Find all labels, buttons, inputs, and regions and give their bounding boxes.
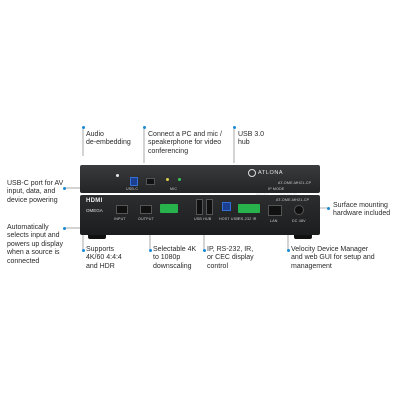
- model-label-bottom: AT-OME-MH21-CP: [276, 198, 310, 202]
- usb-c-label: USB-C: [126, 187, 139, 191]
- power-led-icon: [116, 174, 119, 177]
- callout-auto-select: Automatically selects input and powers u…: [7, 224, 64, 265]
- host-usb-label: HOST USB: [219, 217, 239, 221]
- callout-usbc: USB-C port for AV input, data, and devic…: [7, 180, 64, 204]
- atlona-logo-icon: [248, 169, 256, 177]
- callout-surface: Surface mounting hardware included: [333, 202, 391, 218]
- callout-dot-selectable: [148, 249, 152, 252]
- callout-dot-audio: [81, 126, 85, 129]
- host-usb-port: [222, 202, 231, 211]
- callout-connect-pc: Connect a PC and mic / speakerphone for …: [148, 131, 222, 155]
- output-label: OUTPUT: [138, 217, 154, 221]
- callout-selectable: Selectable 4K to 1080p downscaling: [153, 246, 197, 270]
- callout-dot-auto-select: [63, 226, 66, 230]
- brand-label: ATLONA: [258, 170, 284, 176]
- model-label-top: AT-OME-MH21-CP: [278, 181, 312, 185]
- audio-terminal-block: [160, 204, 178, 213]
- status-led-icon: [166, 178, 169, 181]
- callout-dot-usbc: [63, 186, 66, 190]
- usb-a-port-top: [146, 178, 155, 185]
- callout-dot-connect-pc: [142, 126, 146, 129]
- switcher-top-unit: ATLONA AT-OME-MH21-CP IP MODE USB-C MIC …: [80, 165, 320, 197]
- hdmi-logo: HDMI: [86, 198, 103, 204]
- power-port: [294, 205, 304, 215]
- rs232-label: RS-232 IR: [238, 217, 257, 221]
- usb-c-port: [130, 177, 138, 186]
- callout-dot-control: [202, 249, 206, 252]
- callout-audio: Audio de-embedding: [86, 131, 131, 147]
- callout-control: IP, RS-232, IR, or CEC display control: [207, 246, 254, 270]
- ip-mode-label: IP MODE: [268, 187, 285, 191]
- power-label: DC 48V: [292, 219, 306, 223]
- lan-port: [268, 205, 282, 216]
- rs232-ir-terminal-block: [238, 204, 260, 213]
- callout-usb-hub: USB 3.0 hub: [238, 131, 265, 147]
- device-foot-right: [294, 235, 312, 239]
- signal-led-icon: [178, 178, 181, 181]
- callout-dot-supports-4k: [81, 249, 85, 252]
- omega-series-label: OMEGA: [86, 208, 103, 213]
- usb-hub-port-1: [196, 199, 203, 215]
- callout-velocity: Velocity Device Manager and web GUI for …: [291, 246, 375, 270]
- device-image: ATLONA AT-OME-MH21-CP IP MODE USB-C MIC …: [80, 165, 320, 243]
- usb-hub-label: USB HUB: [194, 217, 212, 221]
- input-label: INPUT: [114, 217, 126, 221]
- device-foot-left: [88, 235, 106, 239]
- callout-dot-usb-hub: [232, 126, 236, 129]
- hdmi-input-port: [116, 205, 128, 214]
- usb-hub-port-2: [206, 199, 213, 215]
- callout-dot-surface: [327, 206, 330, 210]
- switcher-bottom-unit: HDMI OMEGA INPUT OUTPUT USB HUB HOST USB…: [80, 195, 320, 235]
- callout-dot-velocity: [286, 249, 290, 252]
- callout-supports-4k: Supports 4K/60 4:4:4 and HDR: [86, 246, 122, 270]
- hdmi-output-port: [140, 205, 152, 214]
- lan-label: LAN: [270, 219, 278, 223]
- mic-label: MIC: [170, 187, 178, 191]
